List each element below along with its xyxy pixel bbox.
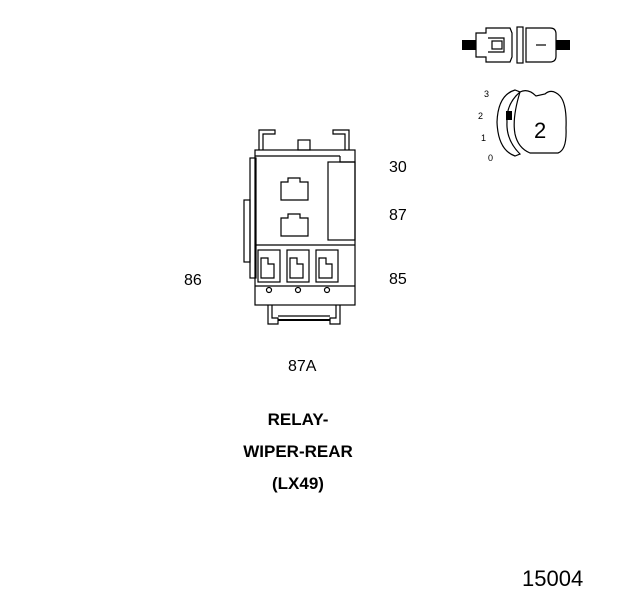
component-title-line1: RELAY- xyxy=(268,410,329,429)
pin-label-86: 86 xyxy=(184,272,202,289)
component-title-line3: (LX49) xyxy=(272,474,324,493)
scale-mark-1: 1 xyxy=(481,133,486,143)
pin-label-85: 85 xyxy=(389,271,407,288)
relay-body xyxy=(243,129,356,325)
component-title-line2: WIPER-REAR xyxy=(243,442,353,461)
terminal-85 xyxy=(315,249,339,294)
scale-mark-2: 2 xyxy=(478,111,483,121)
connector-side-view-icon xyxy=(462,26,570,64)
selected-position: 2 xyxy=(534,118,546,143)
position-wheel-icon: 3 2 1 0 2 xyxy=(478,89,567,163)
pin-label-30: 30 xyxy=(389,159,407,176)
pin-label-87a: 87A xyxy=(288,358,317,375)
scale-mark-3: 3 xyxy=(484,89,489,99)
terminal-87a xyxy=(286,249,310,294)
terminal-86 xyxy=(257,249,281,294)
pin-label-87: 87 xyxy=(389,207,407,224)
figure-number: 15004 xyxy=(522,566,583,591)
scale-mark-0: 0 xyxy=(488,153,493,163)
